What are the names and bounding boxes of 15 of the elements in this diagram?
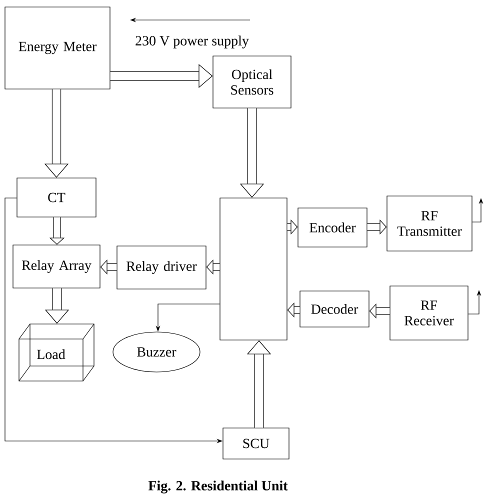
process-box: Relay Array: [12, 244, 100, 288]
ellipse-node: Buzzer: [112, 332, 200, 372]
process-box: RF Receiver: [390, 286, 468, 340]
process-box: Decoder: [300, 290, 370, 328]
process-box: Relay driver: [116, 246, 206, 290]
process-box: [220, 198, 288, 340]
process-box: Encoder: [298, 208, 368, 248]
process-box: SCU: [222, 428, 290, 460]
caption: Fig. 2. Residential Unit: [148, 480, 288, 494]
process-box: CT: [16, 178, 96, 218]
process-box: Energy Meter: [4, 6, 110, 90]
process-box: Optical Sensors: [212, 56, 292, 108]
process-box: RF Transmitter: [386, 196, 472, 252]
annotation-text: 230 V power supply: [136, 36, 249, 48]
cuboid-box: Load: [18, 324, 94, 382]
